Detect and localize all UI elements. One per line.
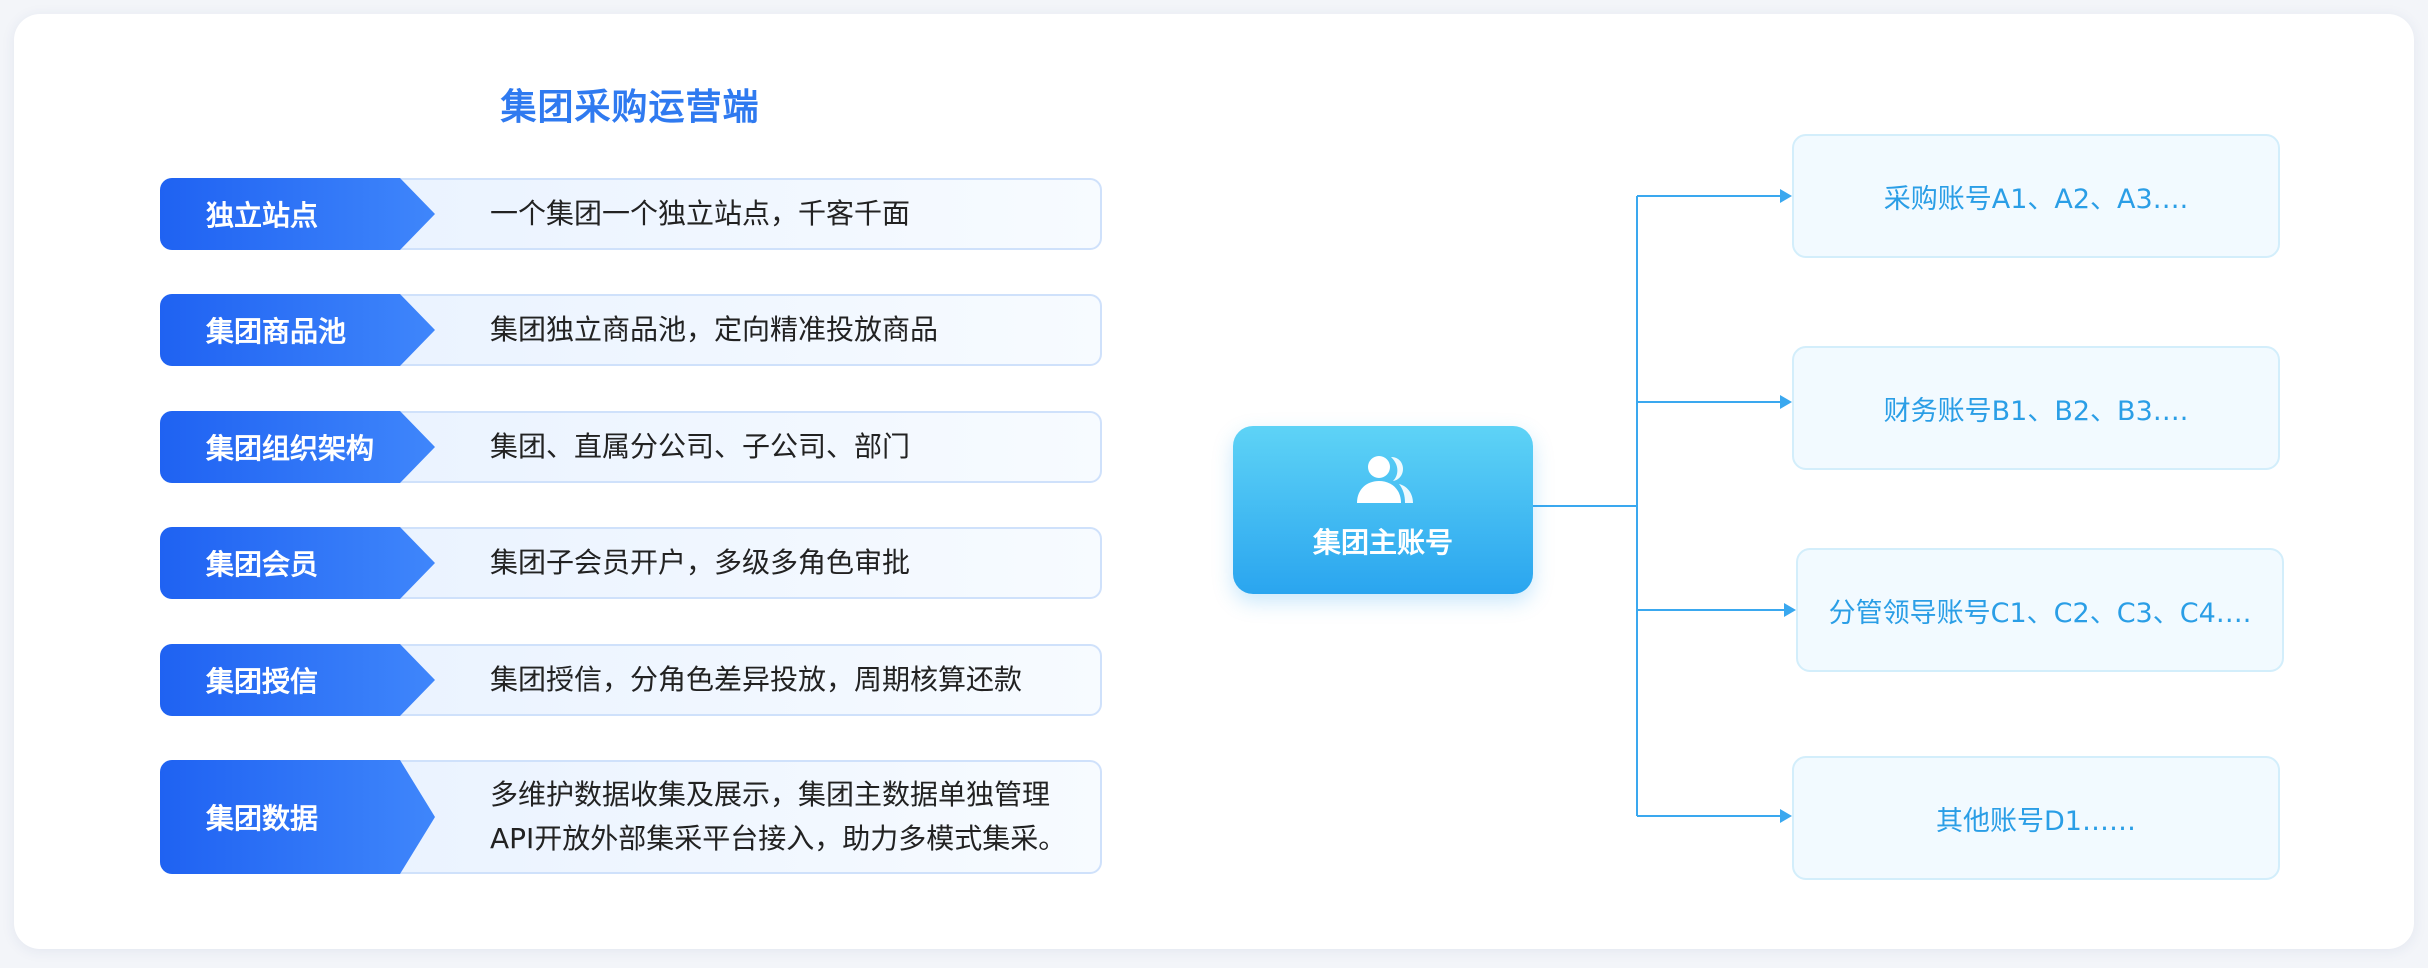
feature-row-members: 集团会员 集团子会员开户，多级多角色审批 xyxy=(160,527,1102,599)
feature-desc: 集团子会员开户，多级多角色审批 xyxy=(490,527,1082,599)
account-label: 其他账号D1…… xyxy=(1936,805,2136,837)
feature-desc-line: 集团、直属分公司、子公司、部门 xyxy=(490,430,911,463)
main-account-label: 集团主账号 xyxy=(1312,526,1453,559)
feature-desc-line: 集团授信，分角色差异投放，周期核算还款 xyxy=(490,663,1023,696)
feature-desc-line: 集团子会员开户，多级多角色审批 xyxy=(490,546,911,579)
feature-row-data: 集团数据 多维护数据收集及展示，集团主数据单独管理 API开放外部集采平台接入，… xyxy=(160,760,1102,874)
feature-row-credit: 集团授信 集团授信，分角色差异投放，周期核算还款 xyxy=(160,644,1102,716)
feature-label: 集团商品池 xyxy=(160,294,435,366)
feature-row-product-pool: 集团商品池 集团独立商品池，定向精准投放商品 xyxy=(160,294,1102,366)
account-node-other: 其他账号D1…… xyxy=(1792,756,2280,880)
feature-desc: 集团独立商品池，定向精准投放商品 xyxy=(490,294,1082,366)
feature-desc: 一个集团一个独立站点，千客千面 xyxy=(490,178,1082,250)
account-label: 分管领导账号C1、C2、C3、C4…. xyxy=(1828,597,2252,629)
account-label: 采购账号A1、A2、A3…. xyxy=(1883,183,2189,215)
feature-label: 集团授信 xyxy=(160,644,435,716)
feature-desc: 集团授信，分角色差异投放，周期核算还款 xyxy=(490,644,1082,716)
feature-desc-line: 多维护数据收集及展示，集团主数据单独管理 xyxy=(490,778,1051,811)
feature-label: 集团会员 xyxy=(160,527,435,599)
section-title: 集团采购运营端 xyxy=(500,87,760,128)
feature-desc-line: 一个集团一个独立站点，千客千面 xyxy=(490,197,911,230)
feature-row-site: 独立站点 一个集团一个独立站点，千客千面 xyxy=(160,178,1102,250)
account-node-purchase: 采购账号A1、A2、A3…. xyxy=(1792,134,2280,258)
account-node-finance: 财务账号B1、B2、B3…. xyxy=(1792,346,2280,470)
feature-desc-line: API开放外部集采平台接入，助力多模式集采。 xyxy=(490,822,1067,855)
feature-label: 集团数据 xyxy=(160,760,435,874)
account-node-leader: 分管领导账号C1、C2、C3、C4…. xyxy=(1796,548,2284,672)
account-label: 财务账号B1、B2、B3…. xyxy=(1883,395,2189,427)
feature-label: 集团组织架构 xyxy=(160,411,435,483)
users-icon xyxy=(1357,456,1413,503)
feature-row-org-structure: 集团组织架构 集团、直属分公司、子公司、部门 xyxy=(160,411,1102,483)
main-account-node: 集团主账号 xyxy=(1233,426,1533,594)
feature-label: 独立站点 xyxy=(160,178,435,250)
feature-desc-line: 集团独立商品池，定向精准投放商品 xyxy=(490,313,939,346)
feature-desc: 集团、直属分公司、子公司、部门 xyxy=(490,411,1082,483)
feature-desc: 多维护数据收集及展示，集团主数据单独管理 API开放外部集采平台接入，助力多模式… xyxy=(490,760,1082,874)
